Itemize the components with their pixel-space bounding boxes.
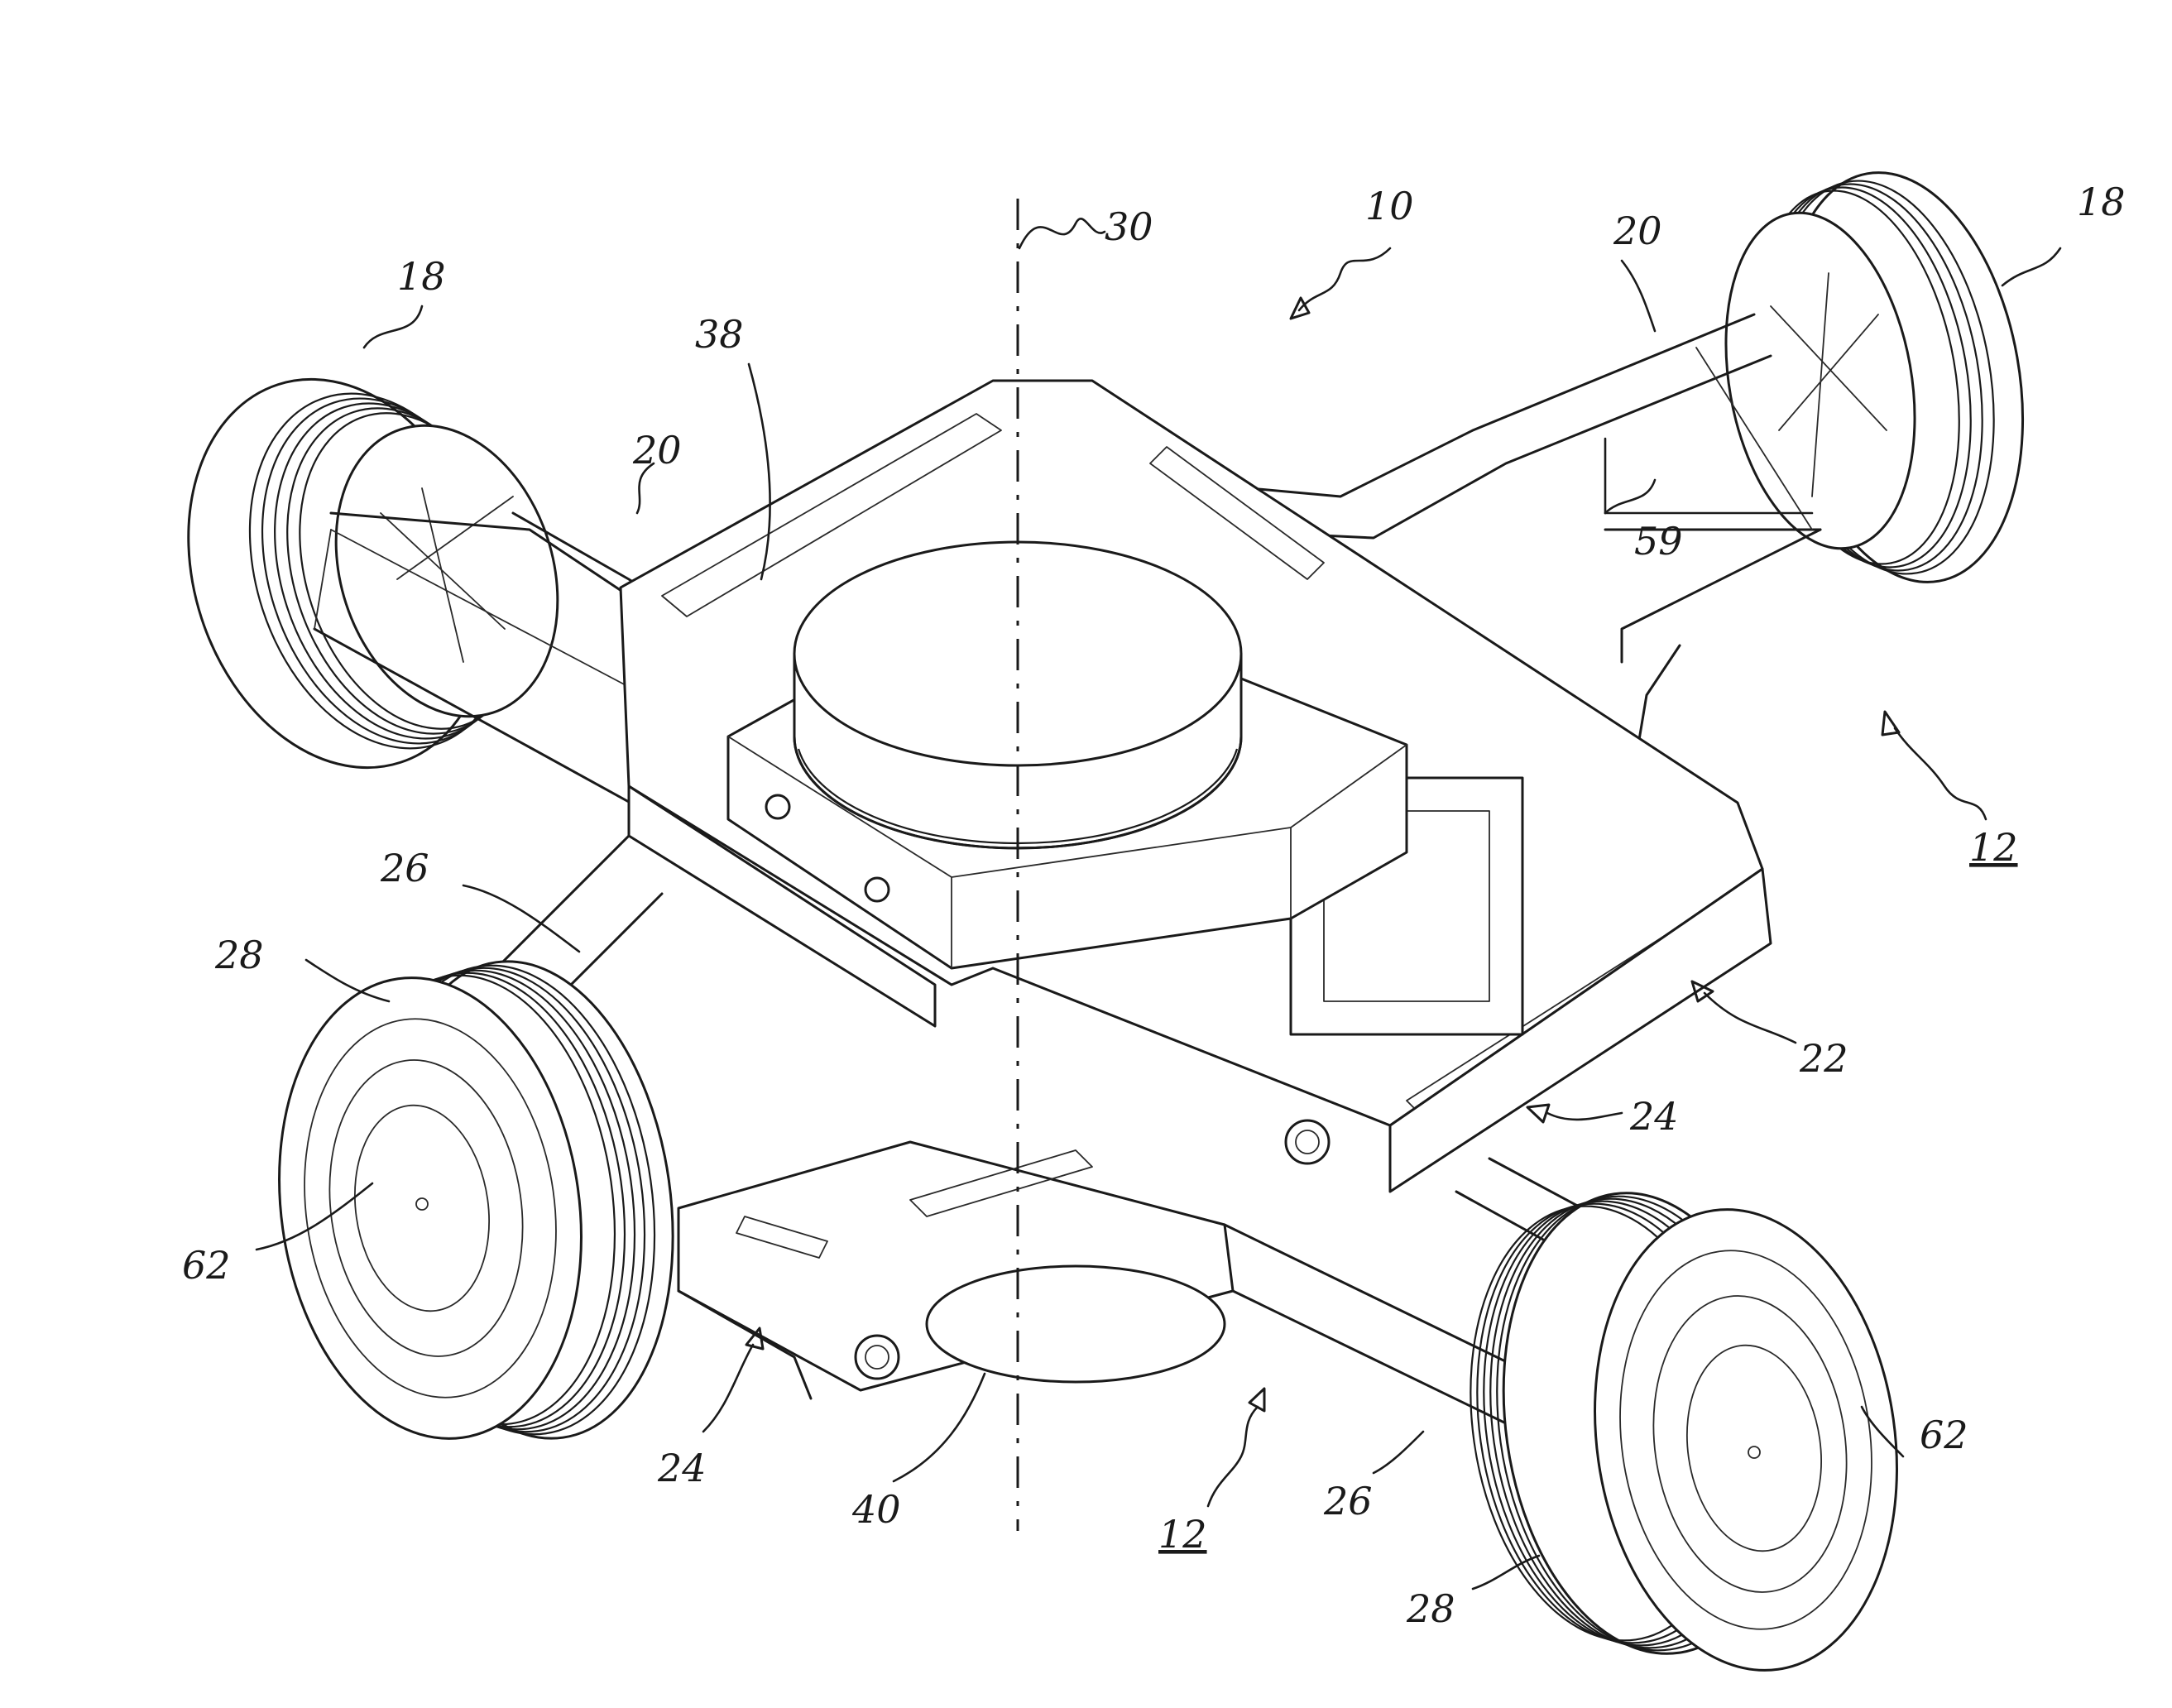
label-62-left: 62 <box>182 1243 231 1288</box>
leader-lines <box>255 218 2062 1590</box>
reference-numerals: 30 10 38 20 18 18 20 59 12 26 28 22 24 6… <box>182 180 2126 1631</box>
label-28-left: 28 <box>214 933 264 977</box>
label-18-right: 18 <box>2077 180 2126 224</box>
label-26-left: 26 <box>380 846 429 890</box>
label-10: 10 <box>1365 184 1414 228</box>
label-40: 40 <box>851 1487 901 1532</box>
label-12-bottom: 12 <box>1158 1512 1207 1557</box>
label-24-left: 24 <box>657 1446 707 1490</box>
label-24-right: 24 <box>1629 1094 1679 1139</box>
label-30: 30 <box>1105 204 1153 249</box>
label-59: 59 <box>1634 519 1683 564</box>
label-26-bottom: 26 <box>1323 1479 1373 1523</box>
label-28-bottom: 28 <box>1406 1586 1455 1631</box>
label-20-right: 20 <box>1613 209 1662 253</box>
label-12-right: 12 <box>1969 825 2018 870</box>
label-38: 38 <box>695 312 744 357</box>
rear-right-arm <box>1157 313 1822 746</box>
front-left-wheel <box>278 960 674 1440</box>
front-right-wheel <box>1470 1192 1898 1672</box>
label-18-left: 18 <box>397 254 446 299</box>
label-62-right: 62 <box>1920 1413 1968 1457</box>
label-20-left: 20 <box>632 428 682 473</box>
label-22: 22 <box>1799 1036 1848 1081</box>
rear-left-wheel <box>187 377 559 770</box>
rear-right-wheel <box>1724 171 2025 583</box>
